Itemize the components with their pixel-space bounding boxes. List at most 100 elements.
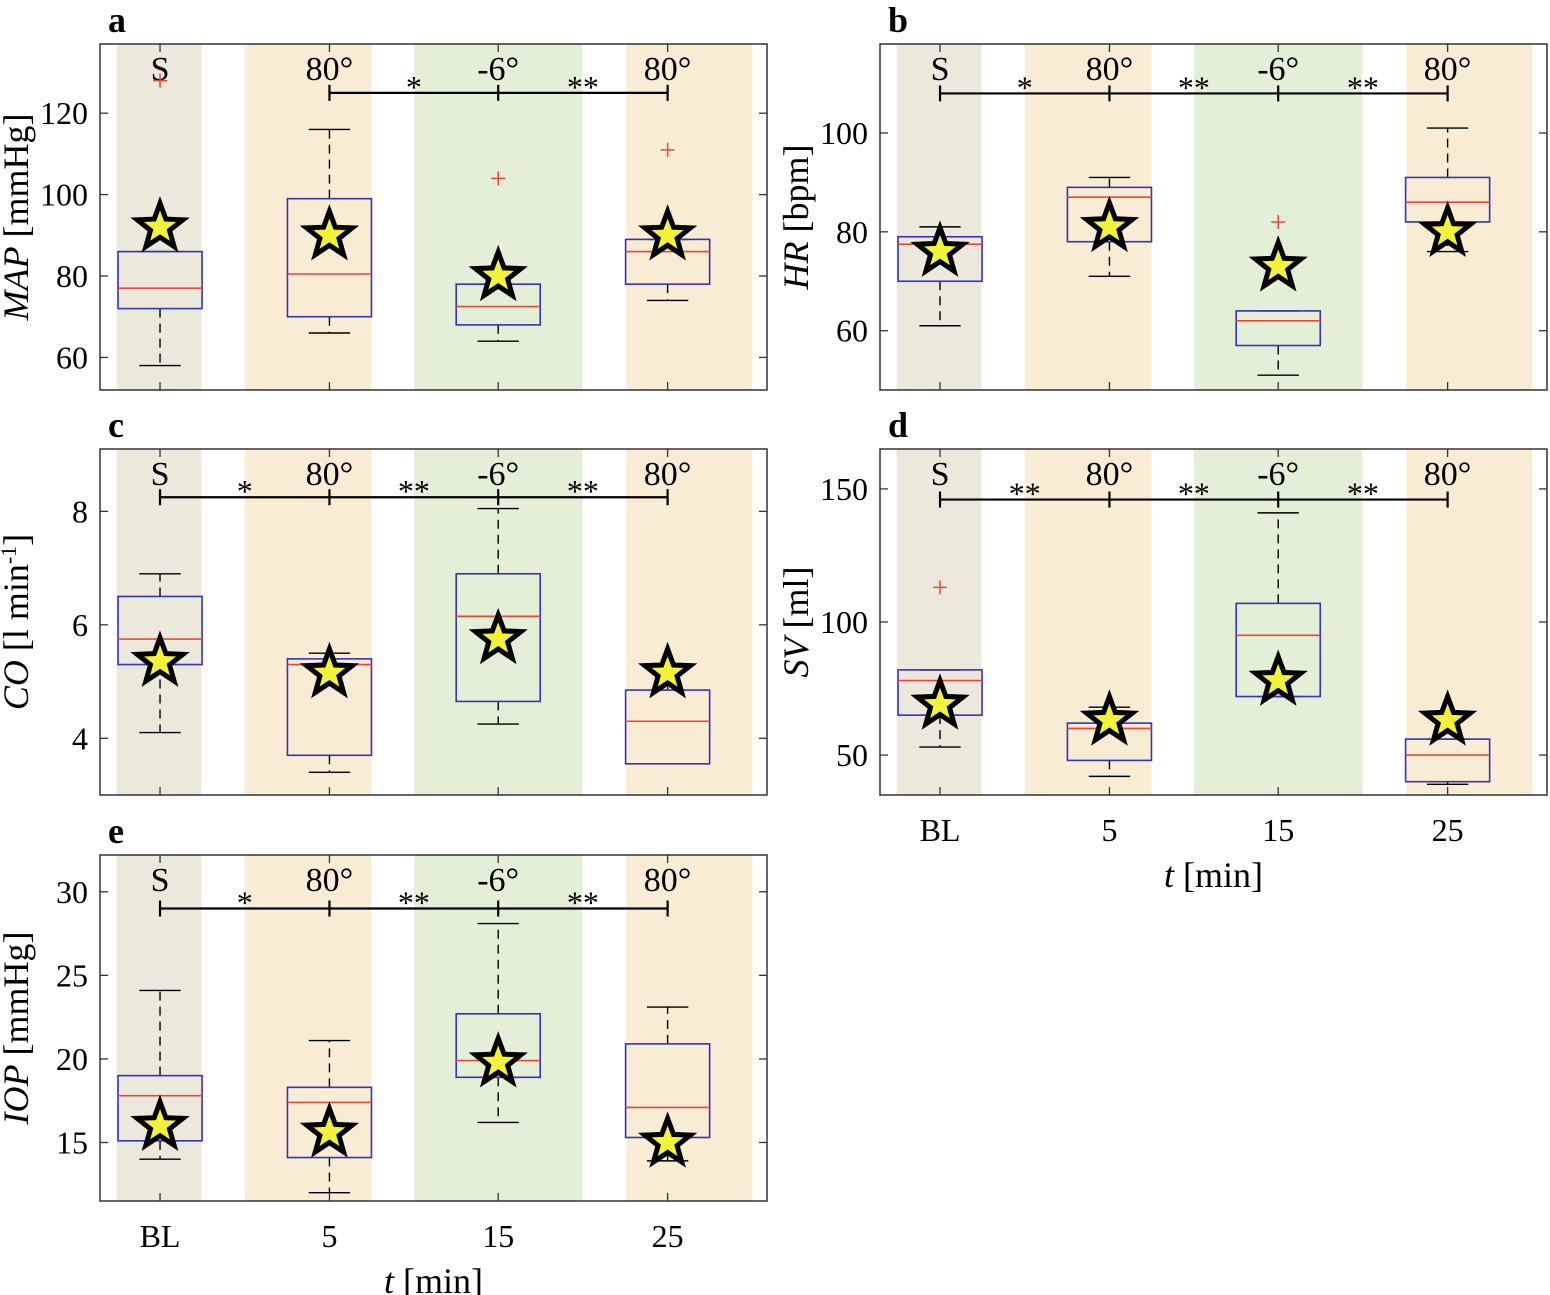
iqr-box [1235,310,1322,347]
y-axis-unit: [bpm] [776,145,816,242]
position-label: S [151,456,170,493]
iqr-box [117,1074,203,1142]
box-BL [117,989,203,1160]
star-marker [468,1031,528,1088]
star-marker [468,244,528,302]
x-tick-label: 5 [1101,812,1117,848]
y-axis-variable: HR [776,241,816,290]
star-marker [1079,689,1140,746]
x-axis-label: t [min] [384,1261,483,1295]
position-label: 80° [644,862,692,899]
y-axis-unit-superscript: -1 [0,546,21,564]
position-band-1 [1024,449,1152,795]
panel-letter: a [108,0,126,40]
axes-frame [99,448,768,796]
position-label: S [931,456,950,493]
axes-frame [99,43,768,391]
position-band-1 [244,449,372,795]
position-label: 80° [644,456,692,493]
position-band-1 [244,44,372,390]
position-band-3 [626,855,753,1201]
y-tick-label: 50 [836,737,868,773]
y-axis-unit: [mmHg] [0,932,36,1065]
position-label: -6° [1257,51,1299,88]
y-tick-label: 15 [56,1124,88,1160]
y-tick-label: 8 [72,493,88,529]
y-tick-label: 100 [40,177,88,213]
iqr-box [455,1012,542,1079]
axes-frame [99,854,768,1202]
x-axis-variable: t [384,1261,395,1295]
x-tick-label: 25 [652,1218,684,1254]
significance-label: ** [1347,476,1379,512]
iqr-box [1235,602,1322,698]
star-marker [637,204,698,261]
significance-label: ** [567,473,599,509]
significance-label: * [237,884,253,920]
position-label: S [151,862,170,899]
y-tick-label: 100 [820,115,868,151]
star-marker [130,630,190,687]
box-25 [624,142,711,302]
position-label: 80° [644,51,692,88]
y-tick-label: 60 [56,339,88,375]
panel-letter: b [888,0,908,40]
y-tick-label: 100 [820,604,868,640]
outlier-marker [153,73,168,88]
star-marker [299,204,360,261]
y-axis-variable: IOP [0,1064,36,1125]
position-band-1 [244,855,372,1201]
significance-label: ** [1347,69,1379,105]
x-tick-label: 15 [1262,812,1294,848]
position-band-3 [1406,44,1533,390]
box-BL [897,220,983,327]
panel-letter: d [888,405,908,445]
position-band-3 [626,449,753,795]
star-marker [299,641,360,699]
iqr-box [1404,738,1491,783]
y-tick-label: 4 [72,720,88,756]
y-axis-label: SV [ml] [776,567,816,678]
y-tick-label: 150 [820,471,868,507]
iqr-box [286,1086,373,1159]
box-BL [897,580,983,748]
star-marker [130,1094,190,1152]
box-25 [1404,127,1491,258]
iqr-box [624,689,711,765]
star-marker [910,220,970,277]
position-label: 80° [306,51,354,88]
axes-frame [879,43,1548,391]
outlier-marker [1271,214,1286,229]
iqr-box [117,250,203,310]
significance-label: ** [398,884,430,920]
star-marker [1417,200,1478,258]
position-label: S [151,51,170,88]
star-marker [299,1101,360,1158]
star-marker [1079,195,1140,253]
panel-letter: e [108,811,124,851]
significance-label: ** [1178,69,1210,105]
box-15 [1235,512,1322,706]
position-label: -6° [477,51,519,88]
significance-label: * [406,69,422,105]
x-axis-unit: [min] [1174,855,1263,895]
star-marker [1248,235,1308,292]
y-tick-label: 80 [836,214,868,250]
position-band-3 [626,44,753,390]
panel-letter: c [108,405,124,445]
position-label: -6° [1257,456,1299,493]
box-15 [1235,214,1322,376]
star-marker [130,195,190,253]
position-label: -6° [477,862,519,899]
x-axis-label: t [min] [1164,855,1263,895]
star-marker [1248,649,1308,706]
y-axis-unit: [l min [0,564,36,660]
position-band-3 [1406,449,1533,795]
position-label: 80° [1086,51,1134,88]
box-15 [455,507,542,725]
